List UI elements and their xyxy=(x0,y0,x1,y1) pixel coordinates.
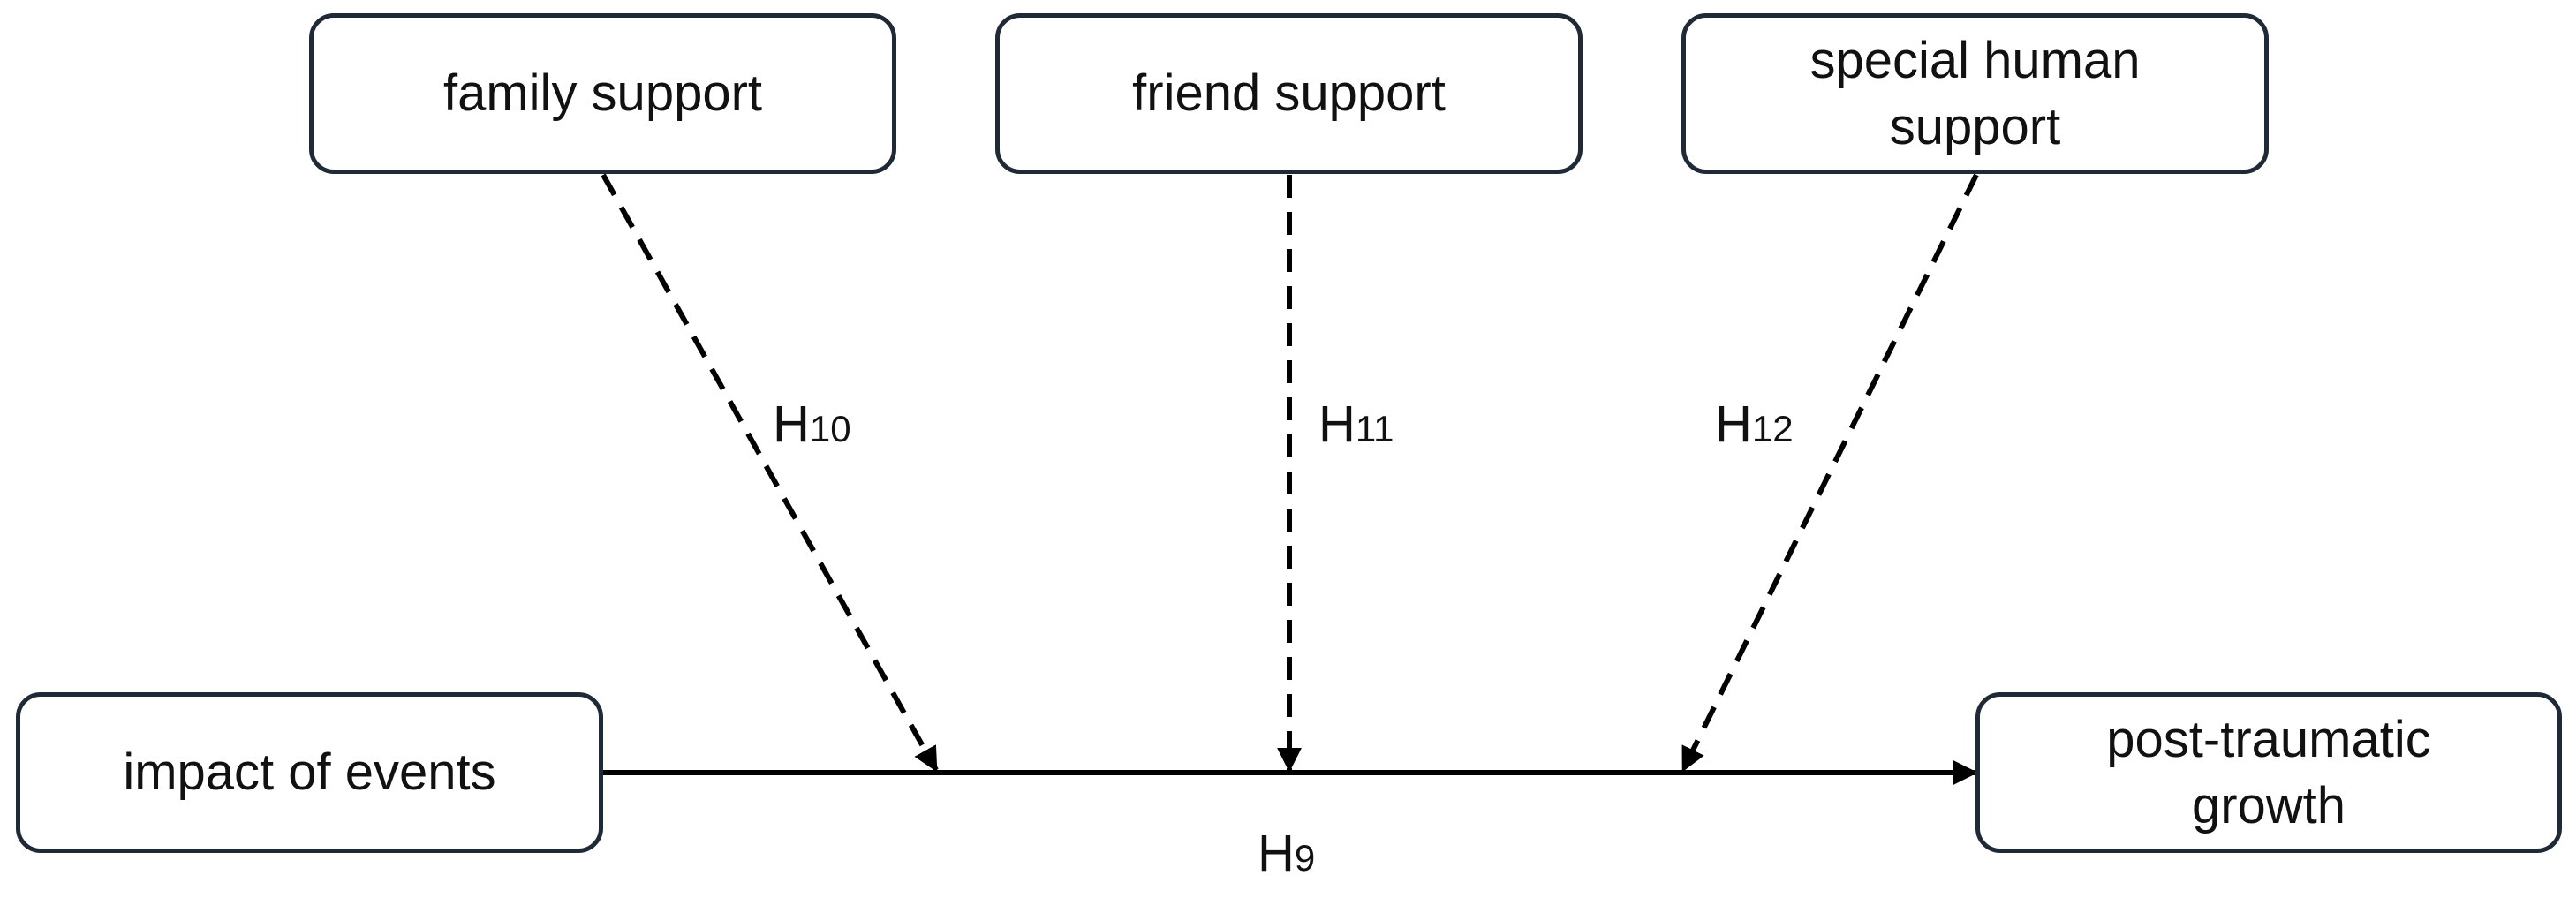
family-support-label: family support xyxy=(442,64,763,123)
hypothesis-label-h9: H9 xyxy=(1258,825,1316,882)
friend-support-box: friend support xyxy=(995,13,1583,174)
impact-of-events-label: impact of events xyxy=(123,743,496,802)
hypothesis-label-h10: H10 xyxy=(773,396,851,453)
post-traumatic-growth-label: post-traumatic growth xyxy=(2106,710,2431,834)
impact-of-events-box: impact of events xyxy=(16,692,603,853)
hypothesis-label-h11: H11 xyxy=(1318,396,1394,453)
post-traumatic-growth-box: post-traumatic growth xyxy=(1975,692,2562,853)
special-human-support-label: special human support xyxy=(1809,31,2141,155)
hypothesis-label-h12: H12 xyxy=(1715,396,1794,453)
moderator-arrow-special xyxy=(1681,173,1979,773)
moderator-arrow-family xyxy=(601,173,939,773)
family-support-box: family support xyxy=(309,13,896,174)
special-human-support-box: special human support xyxy=(1681,13,2269,174)
friend-support-label: friend support xyxy=(1132,64,1446,123)
